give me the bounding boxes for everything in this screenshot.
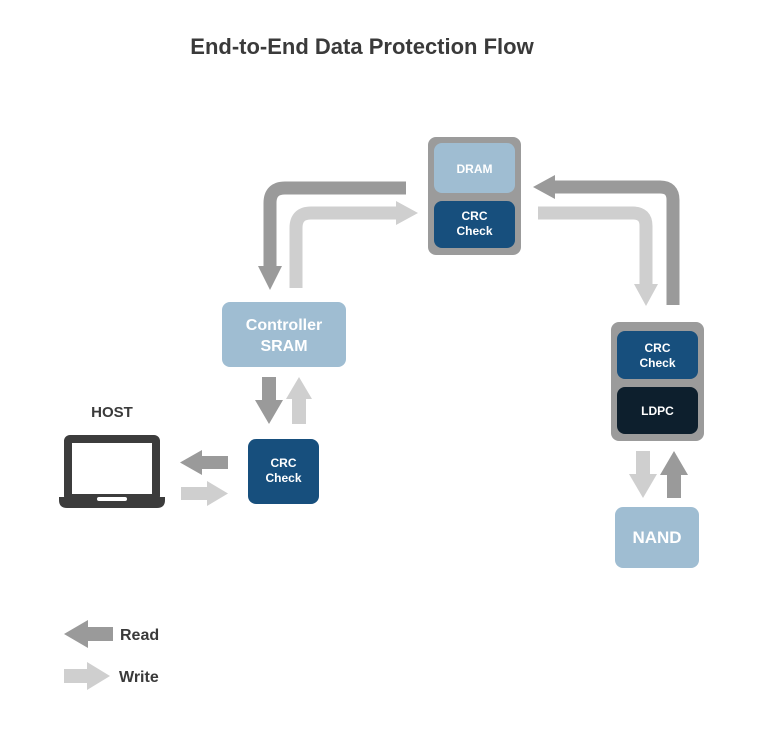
read-arrow-crc-to-host (180, 450, 228, 475)
nand-crc-label-1: CRC (645, 341, 671, 355)
host-crc-node: CRC Check (248, 439, 319, 504)
dram-label: DRAM (457, 162, 493, 176)
read-arrow-sram-to-crc (255, 377, 283, 424)
dram-block (434, 143, 515, 193)
host-crc-label-1: CRC (271, 456, 297, 470)
legend: Read Write (64, 620, 159, 690)
controller-sram-node: Controller SRAM (222, 302, 346, 367)
nand-label: NAND (632, 528, 681, 547)
ldpc-block (617, 387, 698, 434)
nand-crc-block (617, 331, 698, 379)
read-arrow-nand-to-dram (533, 175, 680, 305)
host-crc-label-2: Check (265, 471, 301, 485)
ldpc-label: LDPC (641, 404, 674, 418)
diagram-title: End-to-End Data Protection Flow (190, 34, 534, 59)
nand-crc-label-2: Check (639, 356, 675, 370)
nand-node: NAND (615, 507, 699, 568)
read-arrow-dram-to-sram (258, 181, 406, 290)
legend-write-label: Write (119, 669, 159, 686)
write-arrow-crc-to-sram (286, 377, 312, 424)
read-arrow-nand-to-group (660, 451, 688, 498)
legend-read-label: Read (120, 627, 159, 644)
host-label: HOST (91, 404, 133, 421)
dram-crc-label-1: CRC (462, 209, 488, 223)
write-arrow-dram-to-nand (538, 206, 658, 306)
controller-sram-label-1: Controller (246, 317, 322, 334)
controller-sram-label-2: SRAM (260, 338, 307, 355)
write-arrow-group-to-nand (629, 451, 657, 498)
dram-crc-block (434, 201, 515, 248)
laptop-icon (59, 435, 165, 508)
nand-ecc-group: CRC Check LDPC (611, 322, 704, 441)
dram-crc-label-2: Check (456, 224, 492, 238)
write-arrow-sram-to-dram (289, 201, 418, 288)
legend-read-arrow-icon (64, 620, 113, 648)
legend-write-arrow-icon (64, 662, 110, 690)
write-arrow-host-to-crc (181, 481, 228, 506)
dram-group: DRAM CRC Check (428, 137, 521, 255)
